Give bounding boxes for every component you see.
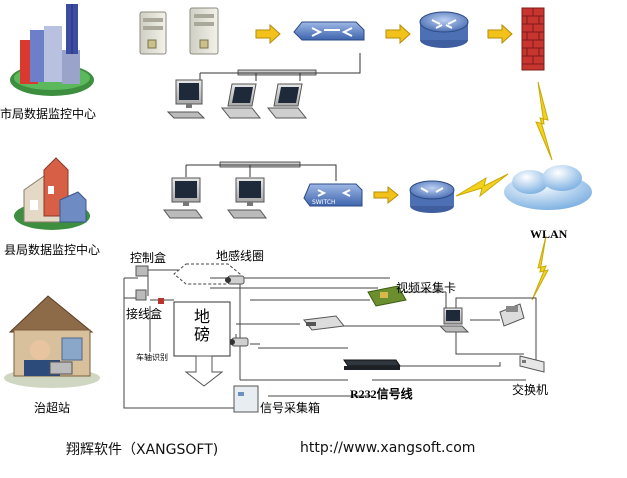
arrow-icon [255,23,281,45]
laptop-icon [220,83,262,119]
wiring [123,269,537,409]
video-card-label: 视频采集卡 [396,280,456,295]
camera-icon [225,275,245,285]
website-url[interactable]: http://www.xangsoft.com [300,440,475,456]
station-label: 治超站 [34,400,70,415]
county-center-label: 县局数据监控中心 [4,242,100,257]
company-label: 翔辉软件（XANGSOFT) [66,442,218,458]
arrow-icon [385,23,411,45]
network-switch-icon [519,355,545,373]
wlan-label: WLAN [530,227,568,241]
scale-terminal-icon [303,315,345,331]
axle-recognition-label: 车轴识别 [136,352,168,362]
city-center-label: 市局数据监控中心 [0,106,96,121]
firewall-icon [521,7,545,71]
server-icon [139,11,167,55]
desktop-computer-icon [438,307,470,333]
network-switch-icon [293,21,365,41]
wireless-link-icon [535,81,553,161]
printer-icon [499,303,525,327]
wireless-link-icon [455,173,509,198]
desktop-computer-icon [227,177,267,219]
router-icon [409,180,455,213]
signal-box-icon [233,385,259,413]
junction-box-label: 接线盒 [126,306,162,321]
arrow-icon [487,23,513,45]
svg-text:SWITCH: SWITCH [312,199,336,206]
network-switch-icon: SWITCH [303,183,363,207]
camera-icon [229,337,249,347]
cloud-icon [504,165,592,210]
ground-coil-outline [173,263,241,285]
desktop-computer-icon [163,177,203,219]
router-icon [419,11,469,48]
junction-box-icon [135,289,164,304]
down-arrow-icon [184,355,224,387]
city-building-icon [10,4,94,96]
station-house-icon [4,295,100,388]
weighbridge-box [173,301,231,357]
signal-box-label: 信号采集箱 [260,400,320,415]
laptop-icon [266,83,308,119]
ground-coil-label: 地感线圈 [216,248,264,263]
signal-device-icon [343,359,401,370]
control-box-icon [135,265,149,277]
server-icon [189,7,219,55]
weighbridge-label: 地磅 [194,307,210,344]
switch-label: 交换机 [512,382,548,397]
r232-line-label: R232信号线 [350,386,413,401]
county-building-icon [14,157,90,230]
video-capture-card-icon [367,285,407,307]
control-box-label: 控制盒 [130,250,166,265]
wireless-link-icon [531,235,549,301]
desktop-computer-icon [166,79,206,119]
arrow-icon [373,185,399,205]
